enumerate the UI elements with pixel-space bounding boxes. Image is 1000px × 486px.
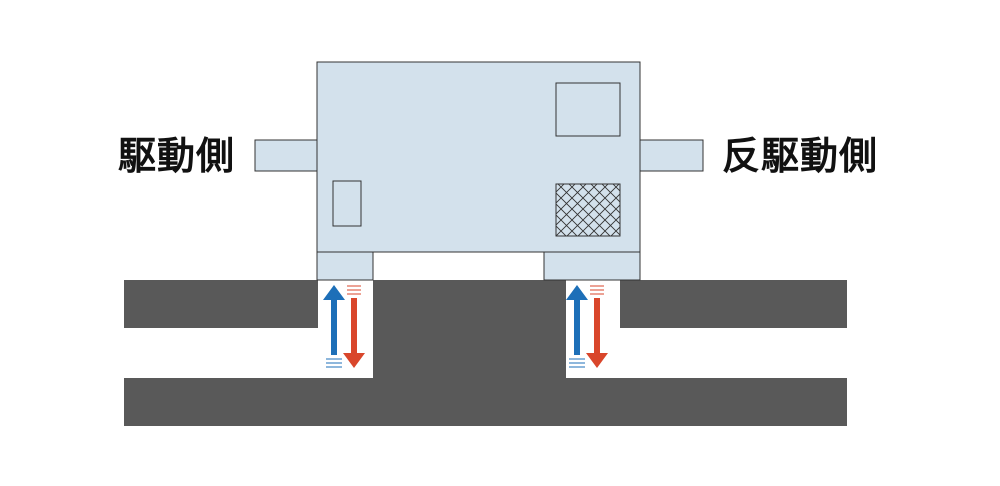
air-intake-arrow-left: [323, 285, 345, 368]
foundation-upper-right: [620, 280, 847, 328]
foundation-upper-center: [373, 280, 566, 378]
terminal-box: [555, 82, 621, 137]
ventilation-grille: [555, 183, 621, 237]
shaft-non-drive-side: [639, 139, 704, 172]
foundation-upper-left: [124, 280, 318, 328]
foundation-lower-slab: [124, 378, 847, 426]
airflow-arrows-left: [323, 285, 365, 368]
foundation: [124, 280, 847, 426]
non-drive-side-label: 反駆動側: [722, 134, 879, 178]
shaft-drive-side: [254, 139, 318, 172]
air-intake-arrow-right: [566, 285, 588, 368]
support-foot-left: [316, 251, 374, 281]
nameplate: [332, 180, 362, 227]
support-foot-right: [543, 251, 641, 281]
air-exhaust-arrow-left: [343, 285, 365, 368]
airflow-arrows-right: [566, 285, 608, 368]
air-exhaust-arrow-right: [586, 285, 608, 368]
drive-side-label: 駆動側: [118, 134, 236, 178]
